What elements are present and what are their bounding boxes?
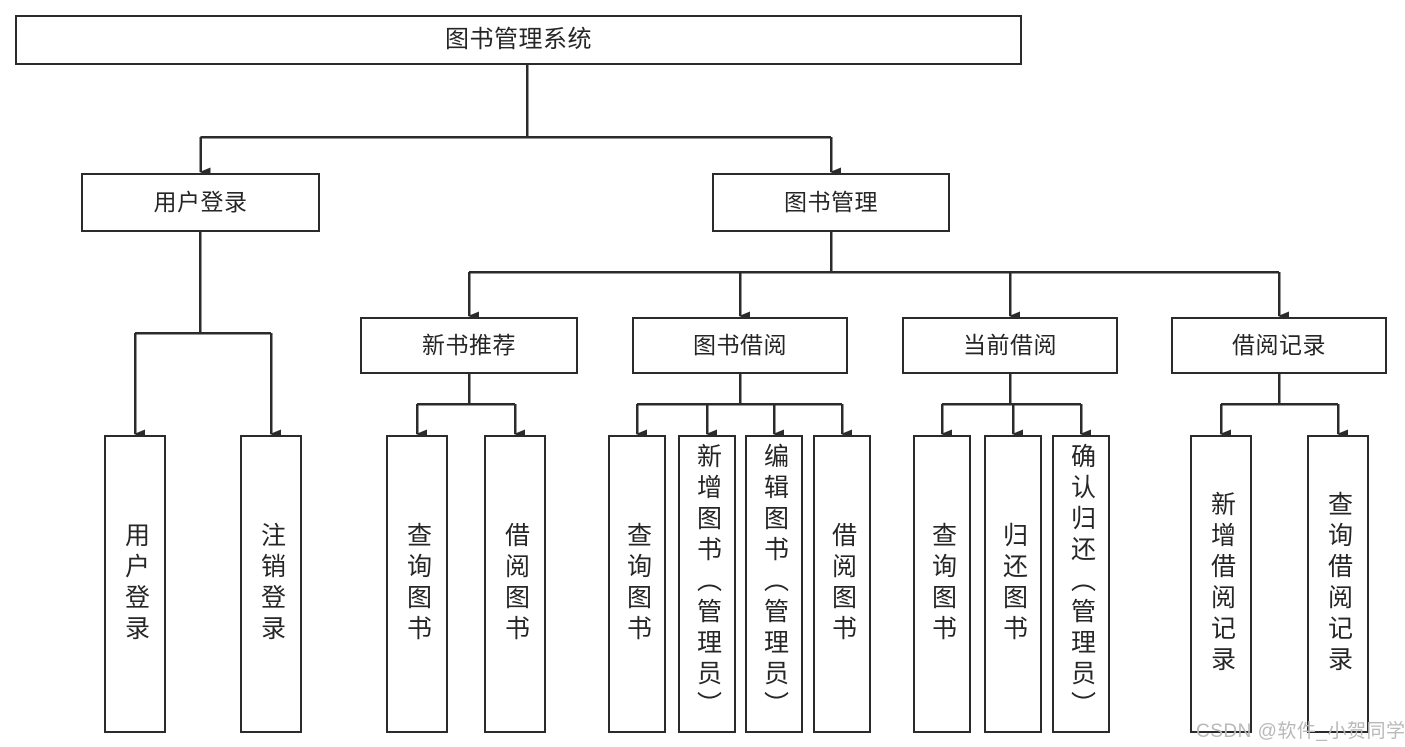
node-leaf-user-login[interactable]: 用户登录 <box>104 435 166 733</box>
node-records[interactable]: 借阅记录 <box>1171 317 1387 374</box>
node-label: 新增借阅记录 <box>1207 491 1236 677</box>
node-leaf-brw-edit[interactable]: 编辑图书（管理员） <box>745 435 803 733</box>
node-leaf-new-borrow[interactable]: 借阅图书 <box>484 435 546 733</box>
node-label: 借阅图书 <box>828 522 857 646</box>
node-login[interactable]: 用户登录 <box>81 173 320 232</box>
node-leaf-cur-return[interactable]: 归还图书 <box>984 435 1042 733</box>
node-current[interactable]: 当前借阅 <box>902 317 1118 374</box>
node-leaf-cur-confirm[interactable]: 确认归还（管理员） <box>1052 435 1110 733</box>
node-leaf-cur-query[interactable]: 查询图书 <box>913 435 971 733</box>
node-label: 归还图书 <box>999 522 1028 646</box>
node-label: 用户登录 <box>153 189 248 215</box>
node-leaf-rec-add[interactable]: 新增借阅记录 <box>1190 435 1252 733</box>
node-root[interactable]: 图书管理系统 <box>15 15 1022 65</box>
node-leaf-new-query[interactable]: 查询图书 <box>386 435 448 733</box>
node-leaf-brw-add[interactable]: 新增图书（管理员） <box>678 435 736 733</box>
node-bookmgmt[interactable]: 图书管理 <box>712 173 950 232</box>
node-label: 借阅记录 <box>1232 332 1326 358</box>
node-label: 借阅图书 <box>501 522 530 646</box>
node-label: 新书推荐 <box>422 332 516 358</box>
node-label: 查询图书 <box>623 522 652 646</box>
node-label: 新增图书（管理员） <box>693 443 722 722</box>
node-borrow[interactable]: 图书借阅 <box>632 317 848 374</box>
node-label: 用户登录 <box>121 522 150 646</box>
node-leaf-brw-borrow[interactable]: 借阅图书 <box>813 435 871 733</box>
node-label: 查询图书 <box>928 522 957 646</box>
node-label: 图书管理系统 <box>445 26 592 53</box>
node-label: 图书管理 <box>784 189 878 215</box>
watermark-text: CSDN @软件_小贺同学 <box>1196 721 1405 742</box>
node-label: 查询图书 <box>403 522 432 646</box>
node-leaf-user-logout[interactable]: 注销登录 <box>240 435 302 733</box>
node-label: 确认归还（管理员） <box>1067 443 1096 722</box>
node-label: 图书借阅 <box>693 332 787 358</box>
node-leaf-brw-query[interactable]: 查询图书 <box>608 435 666 733</box>
node-label: 当前借阅 <box>963 332 1057 358</box>
node-newbook[interactable]: 新书推荐 <box>360 317 578 374</box>
node-label: 查询借阅记录 <box>1324 491 1353 677</box>
node-leaf-rec-query[interactable]: 查询借阅记录 <box>1307 435 1369 733</box>
node-label: 注销登录 <box>257 522 286 646</box>
node-label: 编辑图书（管理员） <box>760 443 789 722</box>
edge-group <box>133 65 1348 439</box>
